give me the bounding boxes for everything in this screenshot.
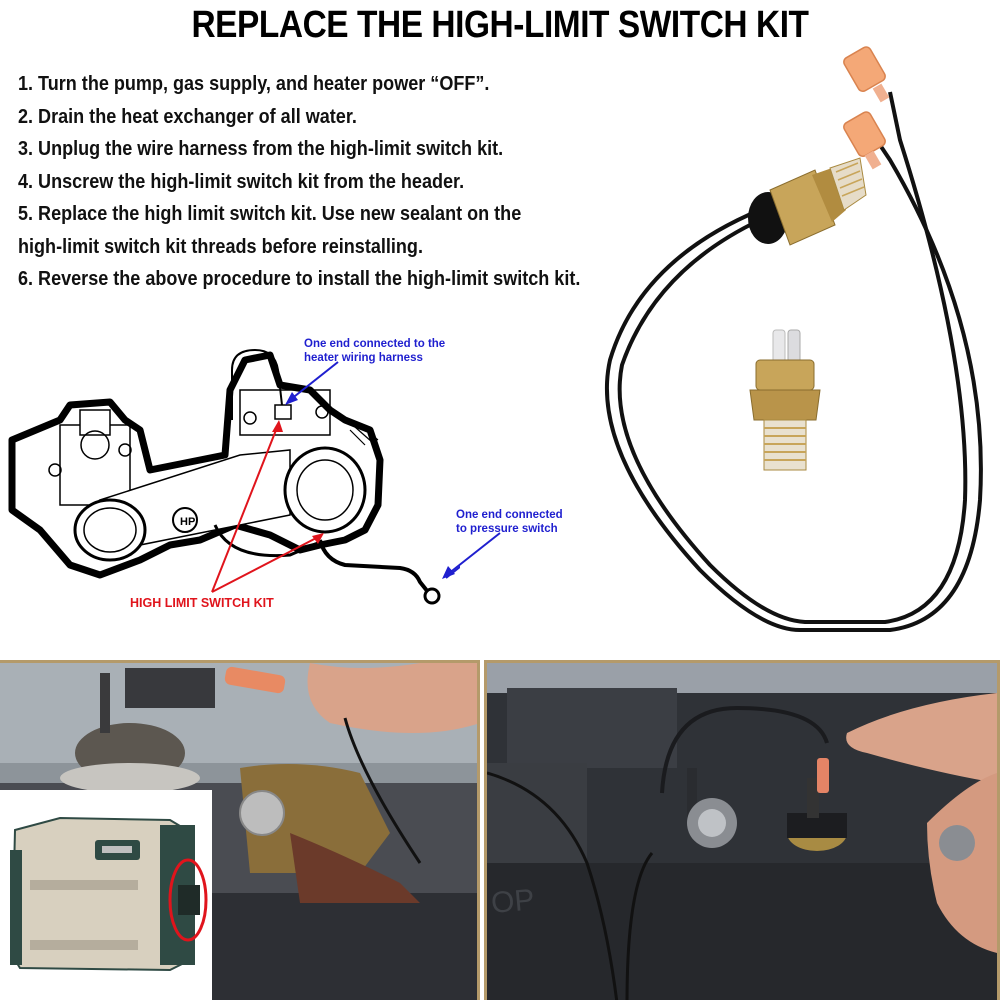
photo-installed-switch: OP <box>484 660 1000 1000</box>
callout-harness: One end connected to the heater wiring h… <box>304 337 445 365</box>
callout-harness-line-2: heater wiring harness <box>304 352 423 364</box>
brass-sensor-standalone <box>749 329 821 471</box>
header-illustration: HP <box>8 348 460 605</box>
instruction-steps: 1. Turn the pump, gas supply, and heater… <box>18 68 581 296</box>
step-1: 1. Turn the pump, gas supply, and heater… <box>18 72 490 95</box>
spade-terminal-top <box>843 46 890 103</box>
callout-pressure-line-2: to pressure switch <box>456 523 558 535</box>
callout-pressure: One end connected to pressure switch <box>456 508 563 536</box>
svg-text:OP: OP <box>490 883 536 920</box>
heater-inset <box>0 790 212 1000</box>
step-5-continued: high-limit switch kit threads before rei… <box>18 234 423 258</box>
product-image <box>560 30 1000 650</box>
step-6: 6. Reverse the above procedure to instal… <box>18 267 581 290</box>
brass-sensor-with-leads <box>748 157 867 246</box>
step-3: 3. Unplug the wire harness from the high… <box>18 137 504 160</box>
svg-text:HP: HP <box>180 516 195 528</box>
header-diagram: HP <box>0 330 460 620</box>
step-4: 4. Unscrew the high-limit switch kit fro… <box>18 169 465 193</box>
callout-pressure-line-1: One end connected <box>456 509 563 521</box>
switch-kit-illustration <box>605 46 983 632</box>
arrow-pressure-icon <box>442 532 501 579</box>
step-5: 5. Replace the high limit switch kit. Us… <box>18 202 522 225</box>
page-title: REPLACE THE HIGH-LIMIT SWITCH KIT <box>191 4 809 46</box>
high-limit-switch-kit-label: HIGH LIMIT SWITCH KIT <box>130 596 274 610</box>
callout-harness-line-1: One end connected to the <box>304 338 446 350</box>
photo-right-illustration: OP <box>487 663 997 1000</box>
step-2: 2. Drain the heat exchanger of all water… <box>18 104 357 128</box>
spade-terminal-bottom <box>843 111 886 170</box>
pool-heater-icon <box>0 790 212 1000</box>
